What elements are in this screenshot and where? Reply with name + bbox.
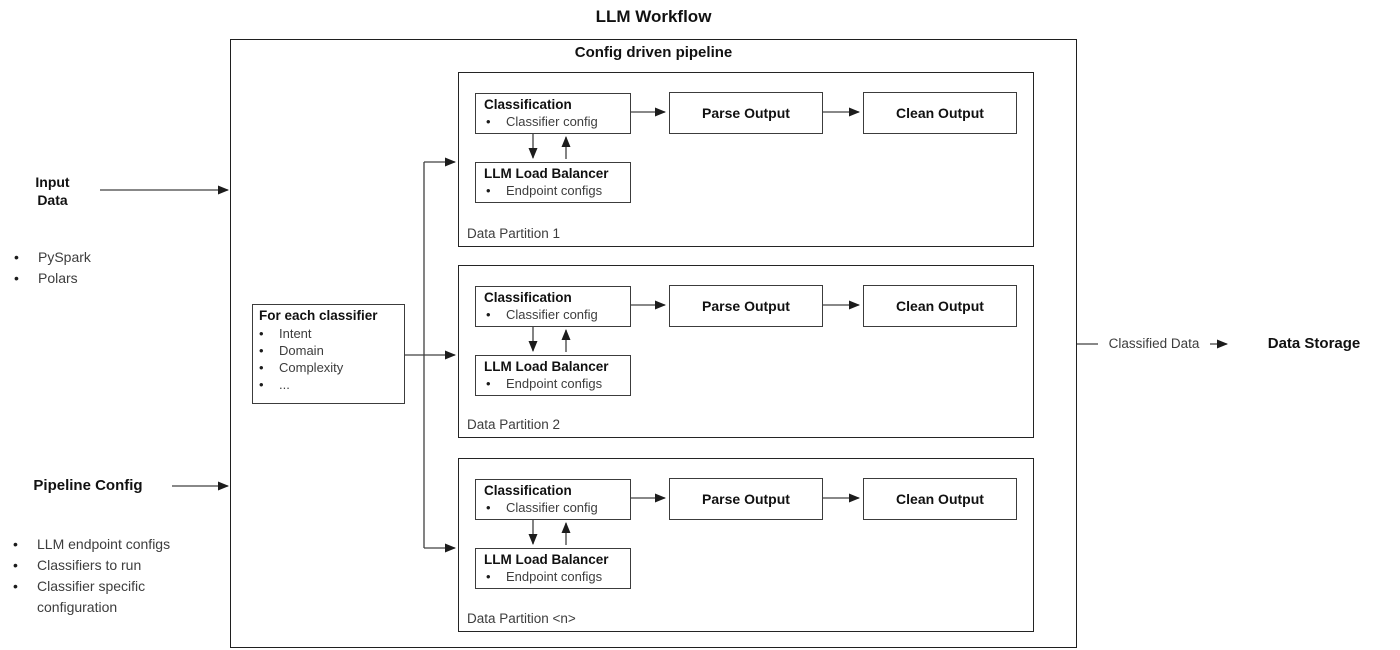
input-data-box: Input Data [5,150,100,232]
classified-data-arrow-label: Classified Data [1098,336,1210,351]
parse-output-title: Parse Output [702,297,790,314]
config-pipeline-container: Config driven pipeline [230,39,1077,648]
list-item: Intent [253,325,404,342]
for-each-classifier-box: For each classifier Intent Domain Comple… [252,304,405,404]
llm-load-balancer-bullets: Endpoint configs [476,182,630,199]
data-partition-1: Classification Classifier config LLM Loa… [458,72,1034,247]
llm-load-balancer-bullets: Endpoint configs [476,375,630,392]
classification-box: Classification Classifier config [475,479,631,520]
classification-bullets: Classifier config [476,113,630,130]
pipeline-config-box: Pipeline Config [4,444,172,528]
list-item: Endpoint configs [476,182,630,199]
pipeline-config-title: Pipeline Config [33,477,143,495]
classification-bullets: Classifier config [476,499,630,516]
llm-load-balancer-title: LLM Load Balancer [484,552,609,567]
list-item: Classifiers to run [4,555,216,576]
list-item: Classifier config [476,113,630,130]
list-item: LLM endpoint configs [4,534,216,555]
clean-output-title: Clean Output [896,490,984,507]
llm-load-balancer-bullets: Endpoint configs [476,568,630,585]
list-item: Complexity [253,359,404,376]
partition-label: Data Partition 2 [467,417,561,432]
clean-output-box: Clean Output [863,285,1017,327]
for-each-classifier-bullets: Intent Domain Complexity ... [253,324,404,393]
list-item: Endpoint configs [476,375,630,392]
input-data-title: Input Data [35,173,70,208]
parse-output-box: Parse Output [669,478,823,520]
list-item: Polars [5,268,205,289]
config-pipeline-label: Config driven pipeline [574,44,733,61]
llm-load-balancer-title: LLM Load Balancer [484,166,609,181]
clean-output-title: Clean Output [896,104,984,121]
list-item: Domain [253,342,404,359]
input-data-bullet-list: PySpark Polars [5,247,205,289]
clean-output-title: Clean Output [896,297,984,314]
data-storage-box: Data Storage [1230,301,1398,386]
list-item: PySpark [5,247,205,268]
diagram-title: LLM Workflow [595,7,712,26]
classification-title: Classification [484,97,572,112]
classification-box: Classification Classifier config [475,286,631,327]
data-partition-n: Classification Classifier config LLM Loa… [458,458,1034,632]
llm-load-balancer-box: LLM Load Balancer Endpoint configs [475,162,631,203]
pipeline-config-bullet-list: LLM endpoint configs Classifiers to run … [4,534,216,618]
classification-title: Classification [484,290,572,305]
parse-output-title: Parse Output [702,490,790,507]
llm-load-balancer-title: LLM Load Balancer [484,359,609,374]
clean-output-box: Clean Output [863,92,1017,134]
data-storage-title: Data Storage [1267,334,1361,352]
classification-title: Classification [484,483,572,498]
clean-output-box: Clean Output [863,478,1017,520]
for-each-classifier-title: For each classifier [259,308,378,323]
parse-output-box: Parse Output [669,92,823,134]
parse-output-title: Parse Output [702,104,790,121]
parse-output-box: Parse Output [669,285,823,327]
llm-load-balancer-box: LLM Load Balancer Endpoint configs [475,548,631,589]
list-item: ... [253,376,404,393]
list-item: Classifier config [476,306,630,323]
partition-label: Data Partition 1 [467,226,561,241]
list-item: Classifier specific configuration [4,576,216,618]
classification-bullets: Classifier config [476,306,630,323]
data-partition-2: Classification Classifier config LLM Loa… [458,265,1034,438]
llm-load-balancer-box: LLM Load Balancer Endpoint configs [475,355,631,396]
classification-box: Classification Classifier config [475,93,631,134]
list-item: Endpoint configs [476,568,630,585]
list-item: Classifier config [476,499,630,516]
partition-label: Data Partition <n> [467,611,576,626]
